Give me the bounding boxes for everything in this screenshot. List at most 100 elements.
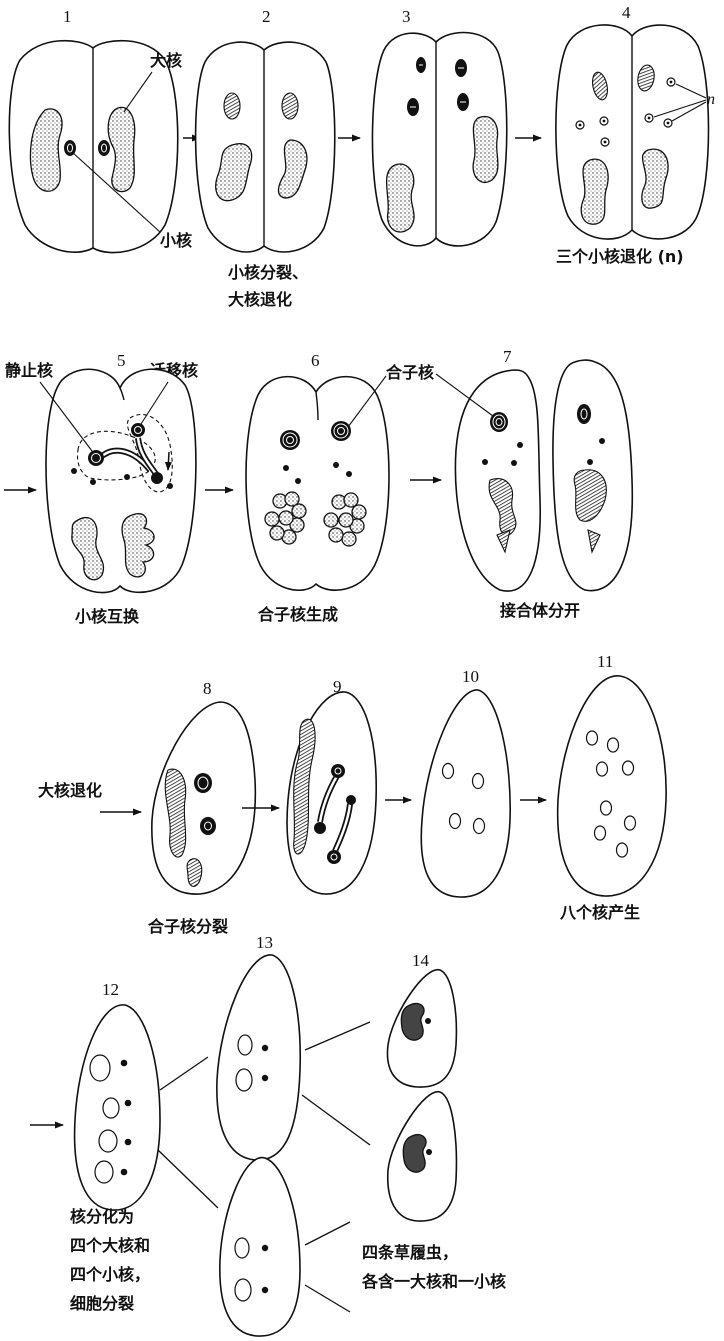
micronucleus-right bbox=[98, 140, 110, 156]
stationary-nucleus-label: 静止核 bbox=[5, 361, 53, 380]
degenerating-micronucleus-dot bbox=[124, 474, 130, 480]
degenerating-micronucleus-dot bbox=[71, 468, 77, 474]
nucleus bbox=[443, 764, 454, 779]
degenerating-macronucleus-left bbox=[387, 164, 415, 232]
degenerating-micronucleus-dot bbox=[482, 459, 488, 465]
stage-2-caption-line-1: 小核分裂、 bbox=[228, 263, 308, 282]
stage-8-side-label: 大核退化 bbox=[38, 781, 102, 800]
stage-12-cell bbox=[75, 1005, 160, 1210]
stage-4-conjugating-pair bbox=[556, 25, 709, 239]
stage-8-9-caption: 合子核分裂 bbox=[148, 917, 228, 936]
micronucleus-dot bbox=[648, 117, 651, 120]
macronucleus bbox=[238, 1035, 252, 1055]
stage-number-3: 3 bbox=[402, 7, 411, 26]
stage-number-11: 11 bbox=[597, 652, 613, 671]
degenerating-micronucleus-dot bbox=[346, 471, 352, 477]
macronucleus-fragment bbox=[339, 513, 353, 527]
micronucleus-dot bbox=[579, 124, 582, 127]
macronucleus bbox=[235, 1279, 251, 1301]
degenerating-micronucleus-dot bbox=[167, 483, 173, 489]
dividing-micronucleus-right bbox=[282, 93, 298, 119]
exchange-direction-arrow bbox=[168, 452, 169, 470]
stage-5-conjugating-pair bbox=[40, 369, 196, 592]
zygote-nucleus bbox=[194, 773, 212, 793]
stage-number-13: 13 bbox=[256, 933, 273, 952]
migratory-nucleus bbox=[151, 472, 163, 484]
dividing-nucleus bbox=[200, 817, 216, 835]
nucleus bbox=[597, 762, 608, 776]
stage-3-conjugating-pair bbox=[372, 33, 506, 246]
migratory-nucleus bbox=[131, 423, 145, 437]
stage-10-exconjugant bbox=[421, 690, 510, 897]
stage-14-daughter-cell-upper bbox=[387, 970, 456, 1087]
nucleus bbox=[608, 738, 619, 752]
cell-outline bbox=[217, 955, 300, 1160]
macronucleus-fragment bbox=[342, 532, 356, 546]
stage-12-caption-line-4: 细胞分裂 bbox=[70, 1294, 134, 1313]
cell-outline bbox=[421, 690, 510, 897]
stage-11-caption: 八个核产生 bbox=[559, 903, 640, 922]
stage-4-caption: 三个小核退化 (n) bbox=[556, 247, 684, 266]
micronucleus bbox=[262, 1245, 268, 1251]
division-line-12-to-13-upper bbox=[160, 1057, 208, 1090]
nucleus bbox=[595, 826, 606, 840]
macronucleus-fragment bbox=[279, 511, 293, 525]
nucleus bbox=[450, 814, 461, 829]
macronucleus-fragment bbox=[292, 504, 306, 518]
zygote-nucleus-label: 合子核 bbox=[386, 363, 434, 382]
micronucleus bbox=[125, 1100, 132, 1107]
stage-12-caption-line-3: 四个小核， bbox=[70, 1265, 150, 1284]
degenerating-macronucleus-right bbox=[473, 117, 498, 183]
macronucleus bbox=[235, 1238, 249, 1258]
macronucleus bbox=[403, 1135, 426, 1173]
result-caption-line-1: 四条草履虫， bbox=[362, 1243, 458, 1262]
degenerating-micronucleus-dot bbox=[587, 459, 593, 465]
macronucleus-fragment bbox=[270, 526, 284, 540]
degenerating-micronucleus-dot bbox=[295, 478, 301, 484]
stage-14-daughter-cell-lower bbox=[388, 1092, 457, 1221]
cell-outline bbox=[558, 676, 666, 896]
micronucleus-dot bbox=[603, 120, 606, 123]
stage-number-8: 8 bbox=[203, 679, 212, 698]
stage-9-exconjugant bbox=[287, 692, 376, 894]
daughter-nucleus bbox=[331, 764, 345, 778]
micronucleus bbox=[425, 1018, 431, 1024]
micronucleus bbox=[262, 1287, 268, 1293]
division-line-13-to-14 bbox=[305, 1022, 370, 1050]
macronucleus-fragment bbox=[324, 513, 338, 527]
cell-outline bbox=[220, 1158, 300, 1336]
macronucleus bbox=[103, 1098, 119, 1118]
micronucleus bbox=[262, 1045, 268, 1051]
micronucleus bbox=[125, 1139, 132, 1146]
division-line-13-to-14 bbox=[305, 1222, 350, 1245]
nucleus bbox=[625, 816, 636, 830]
degenerating-micronucleus-dot bbox=[283, 465, 289, 471]
degenerating-micronucleus-dot bbox=[517, 442, 523, 448]
micronucleus bbox=[426, 1149, 432, 1155]
stage-7-separated-exconjugants bbox=[436, 360, 632, 591]
result-caption-line-2: 各含一大核和一小核 bbox=[361, 1272, 506, 1291]
zygote-nucleus-right bbox=[577, 404, 591, 424]
macronucleus-label: 大核 bbox=[150, 51, 182, 70]
macronucleus bbox=[95, 1161, 113, 1183]
micronucleus-dot bbox=[667, 122, 670, 125]
macronucleus bbox=[236, 1069, 252, 1091]
stationary-nucleus bbox=[88, 450, 104, 466]
stage-number-14: 14 bbox=[412, 951, 430, 970]
dividing-micronucleus-left bbox=[224, 93, 240, 119]
degenerating-micronucleus-dot bbox=[90, 479, 96, 485]
macronucleus-fragment bbox=[329, 528, 343, 542]
stage-13-daughter-cell-upper bbox=[217, 955, 300, 1160]
macronucleus bbox=[99, 1130, 117, 1152]
stage-6-caption: 合子核生成 bbox=[258, 605, 338, 624]
stage-number-10: 10 bbox=[462, 667, 479, 686]
stage-number-4: 4 bbox=[622, 3, 631, 22]
division-line-12-to-13-lower bbox=[158, 1150, 218, 1208]
stage-2-caption-line-2: 大核退化 bbox=[228, 290, 292, 309]
nucleus bbox=[601, 801, 612, 815]
stage-number-6: 6 bbox=[311, 351, 320, 370]
nucleus bbox=[587, 731, 598, 745]
stage-6-conjugating-pair bbox=[246, 376, 389, 590]
stage-12-caption-line-1: 核分化为 bbox=[70, 1207, 134, 1226]
